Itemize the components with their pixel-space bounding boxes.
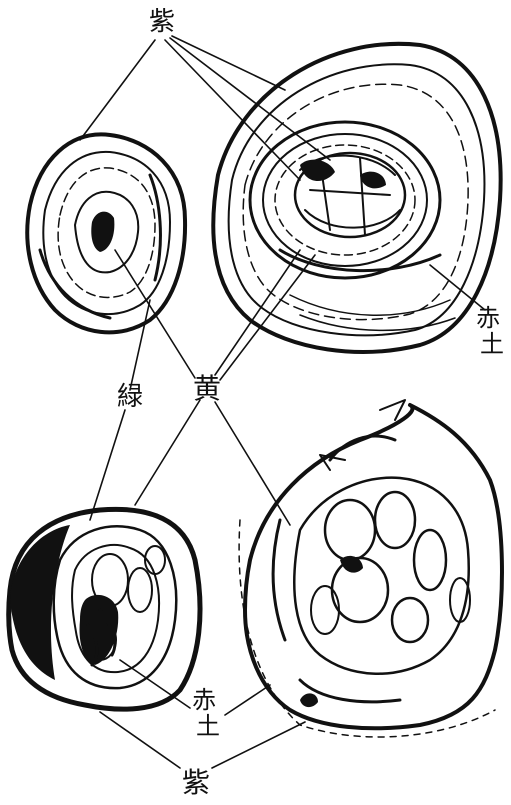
label-purple-bottom: 紫 — [182, 766, 210, 799]
specimen-top-left — [27, 134, 185, 332]
label-red-earth-right-line1: 赤 — [476, 304, 500, 332]
label-red-earth-bottom-line2: 土 — [196, 712, 220, 740]
specimen-bottom-right — [239, 400, 502, 737]
label-red-earth-bottom-line1: 赤 — [192, 686, 216, 714]
label-red-earth-right-line2: 土 — [480, 330, 504, 358]
label-red-earth-right: 赤 土 — [476, 304, 508, 358]
label-yellow: 黄 — [193, 372, 221, 405]
label-green: 緑 — [117, 382, 143, 412]
label-red-earth-bottom: 赤 土 — [192, 686, 224, 740]
label-purple-top: 紫 — [149, 7, 175, 37]
specimen-bottom-left — [9, 509, 200, 709]
specimen-top-right — [213, 44, 500, 352]
